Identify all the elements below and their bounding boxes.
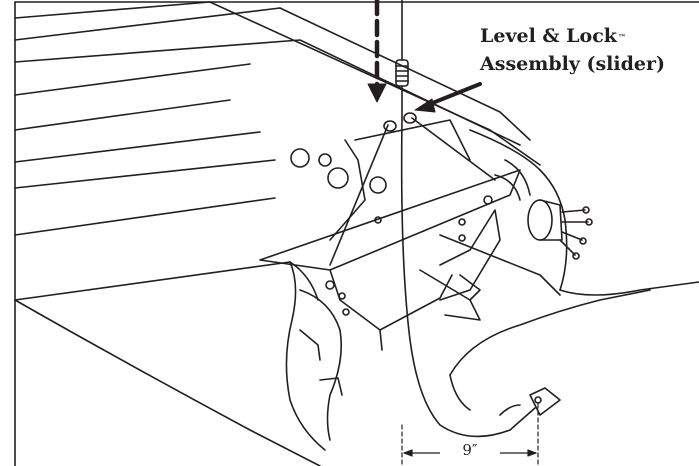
callout-line-1-text: Level & Lock	[480, 25, 617, 47]
install-arrow-head	[367, 83, 387, 103]
connector-plug	[527, 199, 593, 260]
dimension-label: 9″	[440, 441, 500, 459]
callout-arrow-head	[414, 98, 436, 113]
callout-arrow-line	[423, 82, 482, 108]
suspension-yoke	[329, 112, 496, 266]
callout-label: Level & Lock™ Assembly (slider)	[480, 22, 695, 78]
aircraft-cable	[400, 0, 651, 438]
callout-line-2: Assembly (slider)	[480, 53, 665, 75]
fixture-housing	[14, 1, 541, 466]
end-cap-right	[439, 129, 699, 296]
mounting-bracket	[259, 119, 521, 396]
trademark-symbol: ™	[617, 32, 626, 42]
callout-line-1: Level & Lock™	[480, 22, 695, 50]
